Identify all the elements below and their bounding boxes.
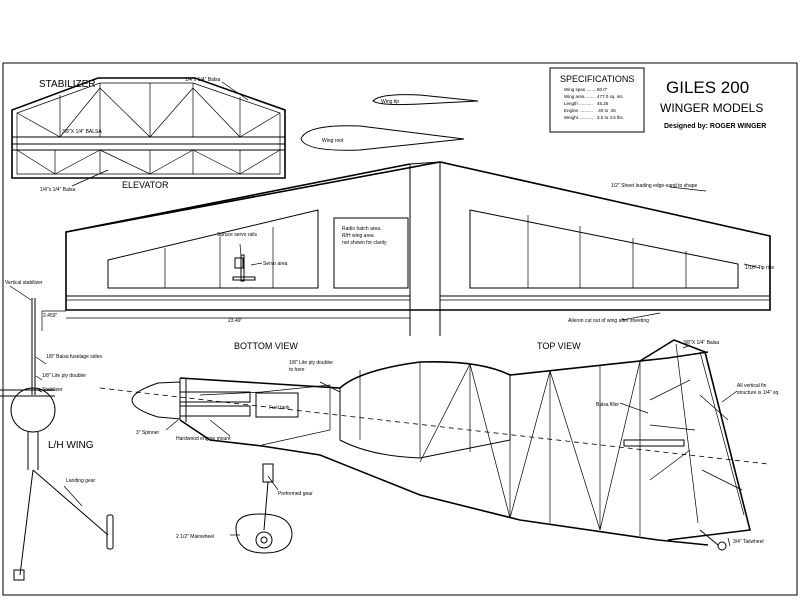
airfoil-sections: Wing tip Wing root — [300, 94, 479, 151]
note-hatch-1: Radio hatch area. — [342, 226, 381, 232]
note-servo-area: Servo area — [263, 261, 288, 267]
note-stab-balsa-bottom: 1/4"x 1/4" Balsa — [40, 187, 75, 193]
airfoil-tip-label: Wing tip — [381, 99, 399, 105]
wing-root-airfoil — [300, 125, 465, 151]
note-tailwheel: 3/4" Tailwheel — [733, 539, 764, 545]
designer-credit: Designed by: ROGER WINGER — [664, 123, 766, 130]
front-view-drawing: Vertical stabilizer 1/8" Balsa fuselage … — [0, 280, 114, 581]
note-servo-rails: Spruce servo rails — [217, 232, 258, 238]
top-view-label: TOP VIEW — [537, 341, 581, 351]
maker-title: WINGER MODELS — [660, 101, 763, 115]
spec-row-label: Length ........... — [564, 101, 593, 106]
note-fuselage-sides: 1/8" Balsa fuselage sides — [46, 354, 102, 360]
front-view-label: L/H WING — [48, 440, 94, 451]
note-spinner: 3" Spinner — [136, 430, 160, 436]
fuselage-side-view: 1/8" Lite ply doubler to here 3/8"X 1/4"… — [99, 339, 780, 554]
spec-heading: SPECIFICATIONS — [560, 74, 634, 84]
note-landing-gear: Landing gear — [66, 478, 96, 484]
note-hatch-2: R/H wing area — [342, 233, 374, 239]
spec-row-label: Engine ........... — [564, 108, 593, 113]
dimension-small: 2.459" — [43, 313, 58, 319]
note-front-stabilizer: Stabilizer — [42, 387, 63, 393]
dimension-large: 23.49" — [228, 318, 243, 324]
spec-table: Wing span ........50.0"Wing area .......… — [564, 87, 624, 120]
title-block: SPECIFICATIONS Wing span ........50.0"Wi… — [549, 67, 766, 133]
wing-planform: Spruce servo rails Servo area Radio hatc… — [41, 161, 775, 351]
spec-row-value: .40 to .45 — [597, 108, 616, 113]
spec-row-value: 3.5 to 4.5 lbs. — [597, 115, 624, 120]
note-fin-structure-2: structure is 1/4" sq. — [737, 390, 780, 396]
spec-row-value: 477.0 sq. ins. — [597, 94, 624, 99]
note-fuel-tank: Fuel tank — [269, 405, 290, 411]
note-stab-balsa-top: 1/4"x 1/4" Balsa — [185, 77, 220, 83]
wing-tip-airfoil — [372, 94, 479, 106]
note-front-ply-doubler: 1/8" Lite ply doubler — [42, 373, 86, 379]
drawing-frame — [2, 62, 798, 596]
note-fin-structure-1: All vertical fin — [737, 383, 767, 389]
stabilizer-drawing: STABILIZER 1/4"x 1/4" Bals — [11, 77, 286, 193]
spec-row-value: 50.0" — [597, 87, 608, 92]
note-balsa-filler: Balsa filler — [596, 402, 619, 408]
note-leading-edge: 1/2" Sheet leading edge-sand to shape — [611, 183, 698, 189]
note-lite-ply-doubler-1: 1/8" Lite ply doubler — [289, 360, 333, 366]
elevator-label: ELEVATOR — [122, 180, 169, 190]
stabilizer-title: STABILIZER — [39, 79, 96, 90]
spec-row-label: Wing span ........ — [564, 87, 597, 92]
airfoil-root-label: Wing root — [322, 138, 344, 144]
spec-row-value: 45.25 — [597, 101, 609, 106]
note-engine-mount: Hardwood engine mount — [176, 436, 231, 442]
note-preformed-gear: Preformed gear — [278, 491, 313, 497]
note-stab-balsa-mid: 3/8"X 1/4" BALSA — [62, 129, 102, 135]
note-aileron: Aileron cut out of wing after sheeting — [568, 318, 649, 324]
bottom-view-label: BOTTOM VIEW — [234, 341, 298, 351]
note-fin-balsa: 3/8"X 1/4" Balsa — [683, 340, 719, 346]
note-tip-ribs: 1/16" Tip ribs — [745, 265, 775, 271]
model-title: GILES 200 — [666, 78, 749, 97]
note-hatch-3: not shown for clarity — [342, 240, 387, 246]
note-vertical-stabilizer: Vertical stabilizer — [5, 280, 43, 286]
spec-row-label: Wing area ........ — [564, 94, 596, 99]
note-mainwheel: 2 1/2" Mainwheel — [176, 534, 214, 540]
note-lite-ply-doubler-2: to here — [289, 367, 305, 373]
spec-row-label: Weight ........... — [564, 115, 593, 120]
